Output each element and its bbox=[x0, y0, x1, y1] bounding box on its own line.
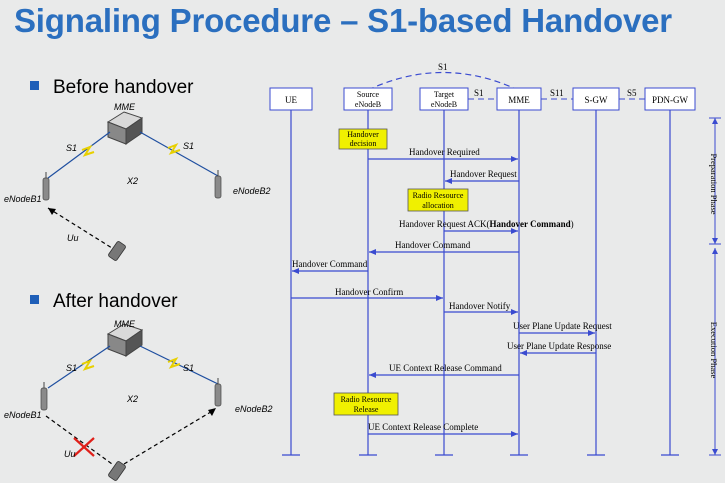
ue-phone-icon bbox=[108, 241, 126, 261]
sgw-label: S-GW bbox=[585, 95, 609, 105]
s1-lightning-left-icon bbox=[81, 145, 95, 157]
bullet-square-icon bbox=[30, 295, 39, 305]
enodeb1-antenna-icon bbox=[40, 382, 48, 411]
after-handover-diagram: MME S1 S1 X2 eNodeB1 eNodeB2 Uu bbox=[4, 319, 273, 481]
mme-router-icon bbox=[106, 111, 144, 145]
bullet-after-handover: After handover bbox=[30, 291, 178, 313]
mme-router-icon bbox=[106, 323, 144, 357]
after-handover-label: After handover bbox=[53, 291, 178, 312]
page-title: Signaling Procedure – S1-based Handover bbox=[14, 2, 672, 39]
execution-phase-label: Execution Phase bbox=[709, 322, 719, 379]
s11-interface-label: S11 bbox=[550, 88, 564, 98]
uu-new-radio-link bbox=[123, 409, 215, 465]
msg-handover-request-label: Handover Request bbox=[450, 169, 517, 179]
bullet-before-handover: Before handover bbox=[30, 77, 194, 99]
uu-new-arrow-head-icon bbox=[208, 408, 216, 416]
bullet-square-icon bbox=[30, 81, 39, 91]
pdngw-label: PDN-GW bbox=[652, 95, 689, 105]
note-radio-resource-allocation bbox=[407, 188, 469, 212]
note-radio-resource-release bbox=[333, 392, 399, 416]
enodeb1-label: eNodeB1 bbox=[4, 194, 42, 204]
msg-handover-command-mme-label: Handover Command bbox=[395, 240, 471, 250]
s1-lightning-right-icon bbox=[167, 143, 181, 155]
mme-label: MME bbox=[114, 319, 136, 329]
uu-label: Uu bbox=[67, 233, 79, 243]
x2-label: X2 bbox=[126, 176, 138, 186]
cross-icon bbox=[73, 437, 95, 457]
source-label-line1: Source bbox=[357, 90, 380, 99]
enodeb2-antenna-icon bbox=[214, 378, 222, 407]
uu-label: Uu bbox=[64, 449, 76, 459]
s1-lightning-left-icon bbox=[81, 359, 95, 371]
note-handover-decision-line1: Handover bbox=[347, 130, 379, 139]
s1-right-label: S1 bbox=[183, 141, 194, 151]
note-radio-alloc-line1: Radio Resource bbox=[413, 191, 464, 200]
enodeb2-antenna-icon bbox=[214, 170, 222, 199]
mme-label: MME bbox=[114, 102, 136, 112]
s1-arc-interface bbox=[367, 72, 519, 91]
s1-left-label: S1 bbox=[66, 363, 77, 373]
prep-arrow-up-icon bbox=[712, 118, 718, 124]
s1-interface-label: S1 bbox=[474, 88, 484, 98]
exec-arrow-down-icon bbox=[712, 449, 718, 455]
msg-handover-request-ack-label: Handover Request ACK(Handover Command) bbox=[399, 219, 574, 229]
note-radio-alloc-line2: allocation bbox=[422, 201, 454, 210]
s1-lightning-right-icon bbox=[167, 357, 181, 369]
ue-phone-icon bbox=[108, 461, 126, 481]
mme-entity-label: MME bbox=[508, 95, 530, 105]
msg-handover-confirm-label: Handover Confirm bbox=[335, 287, 403, 297]
msg-handover-notify-label: Handover Notify bbox=[449, 301, 511, 311]
preparation-phase-label: Preparation Phase bbox=[709, 153, 719, 214]
s1-left-label: S1 bbox=[66, 143, 77, 153]
source-label-line2: eNodeB bbox=[355, 100, 381, 109]
note-radio-release-line2: Release bbox=[354, 405, 379, 414]
s5-interface-label: S5 bbox=[627, 88, 637, 98]
msg-user-plane-update-response-label: User Plane Update Response bbox=[507, 341, 611, 351]
msg-user-plane-update-request-label: User Plane Update Request bbox=[513, 321, 612, 331]
note-handover-decision-line2: decision bbox=[350, 139, 377, 148]
msg-handover-command-ue-label: Handover Command bbox=[292, 259, 368, 269]
target-label-line2: eNodeB bbox=[431, 100, 457, 109]
s1-right-label: S1 bbox=[183, 363, 194, 373]
enodeb2-label: eNodeB2 bbox=[233, 186, 271, 196]
before-handover-diagram: MME S1 S1 X2 eNodeB1 eNodeB2 Uu bbox=[4, 102, 271, 261]
target-label-line1: Target bbox=[434, 90, 455, 99]
ue-label: UE bbox=[285, 95, 297, 105]
uu-arrow-head-icon bbox=[48, 208, 56, 215]
enodeb2-label: eNodeB2 bbox=[235, 404, 273, 414]
msg-ue-context-release-complete-label: UE Context Release Complete bbox=[368, 422, 478, 432]
uu-old-radio-link bbox=[45, 415, 113, 465]
uu-radio-link bbox=[47, 207, 113, 249]
s1-link-left bbox=[47, 345, 111, 389]
enodeb1-antenna-icon bbox=[42, 172, 50, 201]
note-radio-release-line1: Radio Resource bbox=[341, 395, 392, 404]
x2-label: X2 bbox=[126, 394, 138, 404]
exec-arrow-up-icon bbox=[712, 248, 718, 254]
s1-link-right bbox=[139, 131, 219, 177]
note-handover-decision bbox=[338, 128, 388, 150]
prep-arrow-down-icon bbox=[712, 238, 718, 244]
enodeb1-label: eNodeB1 bbox=[4, 410, 42, 420]
sequence-diagram: S1 UE Source eNodeB Target eNodeB MME S-… bbox=[269, 62, 721, 456]
msg-handover-required-label: Handover Required bbox=[409, 147, 480, 157]
before-handover-label: Before handover bbox=[53, 77, 194, 98]
s1-link-left bbox=[47, 131, 111, 179]
s1-arc-label: S1 bbox=[438, 62, 448, 72]
msg-ue-context-release-command-label: UE Context Release Command bbox=[389, 363, 502, 373]
